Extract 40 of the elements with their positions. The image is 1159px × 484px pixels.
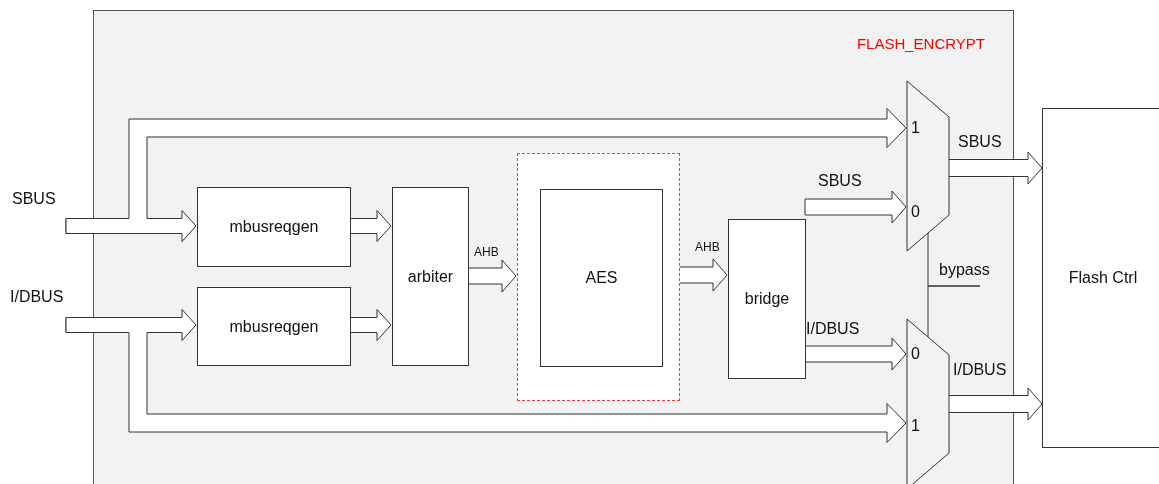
- bus-arrow: [65, 309, 197, 341]
- block: [392, 187, 469, 366]
- multiplexer: [907, 81, 949, 251]
- label-text: 0: [911, 203, 920, 221]
- block: [197, 187, 351, 267]
- bus-arrow: [947, 151, 1043, 185]
- dashed-outline-box: [517, 153, 680, 401]
- bus-arrow: [349, 309, 392, 341]
- bus-arrow: [804, 190, 907, 224]
- bus-arrow: [467, 259, 517, 293]
- multiplexer: [907, 319, 949, 484]
- label-text: 1: [911, 417, 920, 435]
- label-text: FLASH_ENCRYPT: [856, 35, 985, 52]
- edge-label: SBUS: [958, 133, 1002, 151]
- bus-arrow: [678, 258, 728, 292]
- edge-label: SBUS: [818, 172, 862, 190]
- label-text: SBUS: [12, 190, 56, 208]
- label-text: 0: [911, 345, 920, 363]
- label-text: AES: [585, 269, 618, 287]
- label-text: mbusreqgen: [229, 317, 319, 336]
- bus-arrow: [65, 210, 197, 242]
- block: [728, 219, 806, 379]
- bus-arrow: [349, 210, 392, 242]
- label-text: Flash Ctrl: [1068, 269, 1138, 287]
- label-text: bridge: [744, 290, 790, 308]
- label-text: I/DBUS: [10, 288, 64, 306]
- label-text: mbusreqgen: [229, 218, 319, 236]
- block: [1042, 108, 1159, 448]
- edge-label: I/DBUS: [806, 320, 860, 338]
- edge-label: I/DBUS: [953, 361, 1007, 379]
- block: [197, 287, 351, 366]
- edge-label: AHB: [695, 241, 720, 255]
- select-line: [927, 285, 981, 338]
- bus-arrow: [804, 337, 907, 371]
- edge-label: AHB: [474, 246, 499, 260]
- label-text: arbiter: [407, 267, 454, 286]
- block: [540, 189, 663, 367]
- label-text: bypass: [939, 261, 990, 279]
- bus-arrow: [947, 387, 1043, 421]
- label-text: 1: [911, 119, 920, 137]
